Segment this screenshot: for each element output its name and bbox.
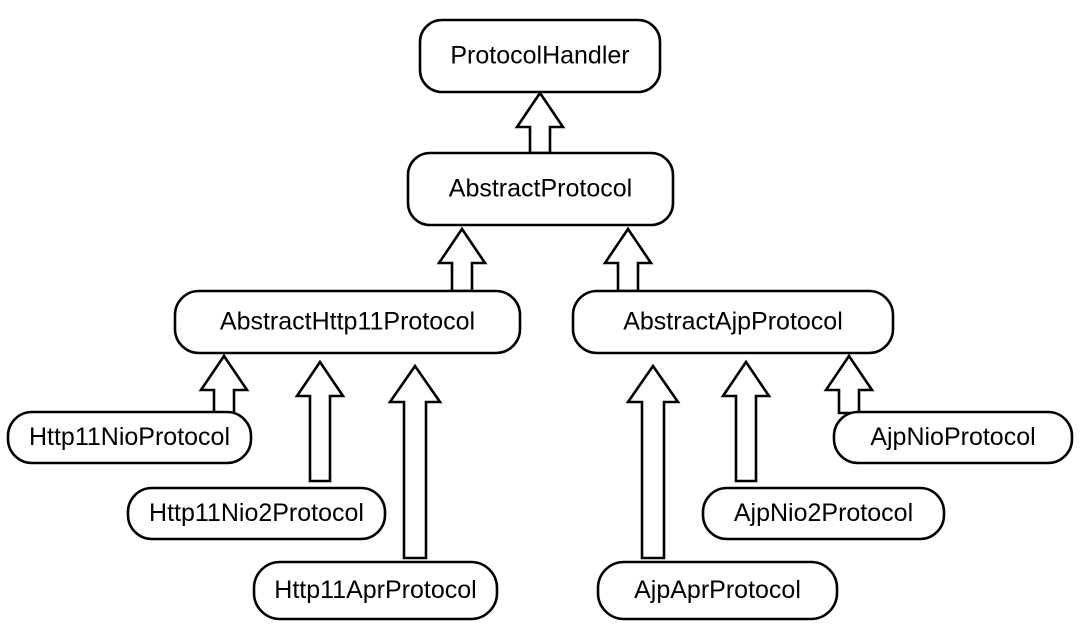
class-node-label-http11-apr-protocol: Http11AprProtocol — [274, 576, 476, 604]
generalization-arrow-abstract-protocol-to-protocol-handler — [514, 90, 566, 155]
class-node-label-http11-nio-protocol: Http11NioProtocol — [29, 423, 230, 451]
class-node-label-abstract-http11-protocol: AbstractHttp11Protocol — [220, 308, 475, 336]
class-nodes-layer: ProtocolHandlerAbstractProtocolAbstractH… — [6, 18, 1074, 621]
class-node-box-http11-nio-protocol — [6, 410, 253, 465]
class-node-ajp-nio2-protocol[interactable]: AjpNio2Protocol — [701, 486, 946, 541]
generalization-arrow-http11-nio-protocol-to-abstract-http11-protocol — [198, 353, 250, 415]
generalization-arrow-http11-nio2-protocol-to-abstract-http11-protocol — [294, 359, 346, 483]
class-node-box-abstract-http11-protocol — [173, 289, 522, 355]
class-node-http11-nio-protocol[interactable]: Http11NioProtocol — [6, 410, 253, 465]
class-node-box-ajp-nio2-protocol — [701, 486, 946, 541]
class-node-box-abstract-protocol — [406, 151, 675, 227]
class-node-box-abstract-ajp-protocol — [571, 289, 895, 355]
class-node-label-abstract-protocol: AbstractProtocol — [449, 175, 632, 203]
generalization-arrow-ajp-apr-protocol-to-abstract-ajp-protocol — [625, 363, 681, 560]
generalization-edges-layer — [198, 90, 875, 560]
generalization-arrow-ajp-nio-protocol-to-abstract-ajp-protocol — [823, 353, 875, 415]
class-node-abstract-ajp-protocol[interactable]: AbstractAjpProtocol — [571, 289, 895, 355]
class-node-http11-nio2-protocol[interactable]: Http11Nio2Protocol — [126, 486, 387, 541]
class-node-box-ajp-nio-protocol — [832, 410, 1074, 465]
generalization-arrow-ajp-nio2-protocol-to-abstract-ajp-protocol — [720, 359, 772, 483]
class-node-protocol-handler[interactable]: ProtocolHandler — [418, 18, 662, 94]
class-node-label-protocol-handler: ProtocolHandler — [450, 42, 629, 70]
class-node-abstract-protocol[interactable]: AbstractProtocol — [406, 151, 675, 227]
class-node-abstract-http11-protocol[interactable]: AbstractHttp11Protocol — [173, 289, 522, 355]
class-node-box-ajp-apr-protocol — [596, 560, 839, 621]
class-node-label-http11-nio2-protocol: Http11Nio2Protocol — [149, 499, 364, 527]
class-node-label-ajp-nio-protocol: AjpNioProtocol — [870, 423, 1035, 451]
class-node-label-abstract-ajp-protocol: AbstractAjpProtocol — [623, 308, 843, 336]
class-node-label-ajp-apr-protocol: AjpAprProtocol — [634, 576, 801, 604]
class-node-box-http11-apr-protocol — [252, 560, 499, 621]
class-node-ajp-apr-protocol[interactable]: AjpAprProtocol — [596, 560, 839, 621]
generalization-arrow-abstract-ajp-protocol-to-abstract-protocol — [602, 226, 654, 293]
class-node-box-http11-nio2-protocol — [126, 486, 387, 541]
class-node-http11-apr-protocol[interactable]: Http11AprProtocol — [252, 560, 499, 621]
class-node-label-ajp-nio2-protocol: AjpNio2Protocol — [734, 499, 913, 527]
generalization-arrow-http11-apr-protocol-to-abstract-http11-protocol — [387, 363, 443, 560]
generalization-arrow-abstract-http11-protocol-to-abstract-protocol — [436, 226, 488, 293]
class-node-box-protocol-handler — [418, 18, 662, 94]
class-node-ajp-nio-protocol[interactable]: AjpNioProtocol — [832, 410, 1074, 465]
